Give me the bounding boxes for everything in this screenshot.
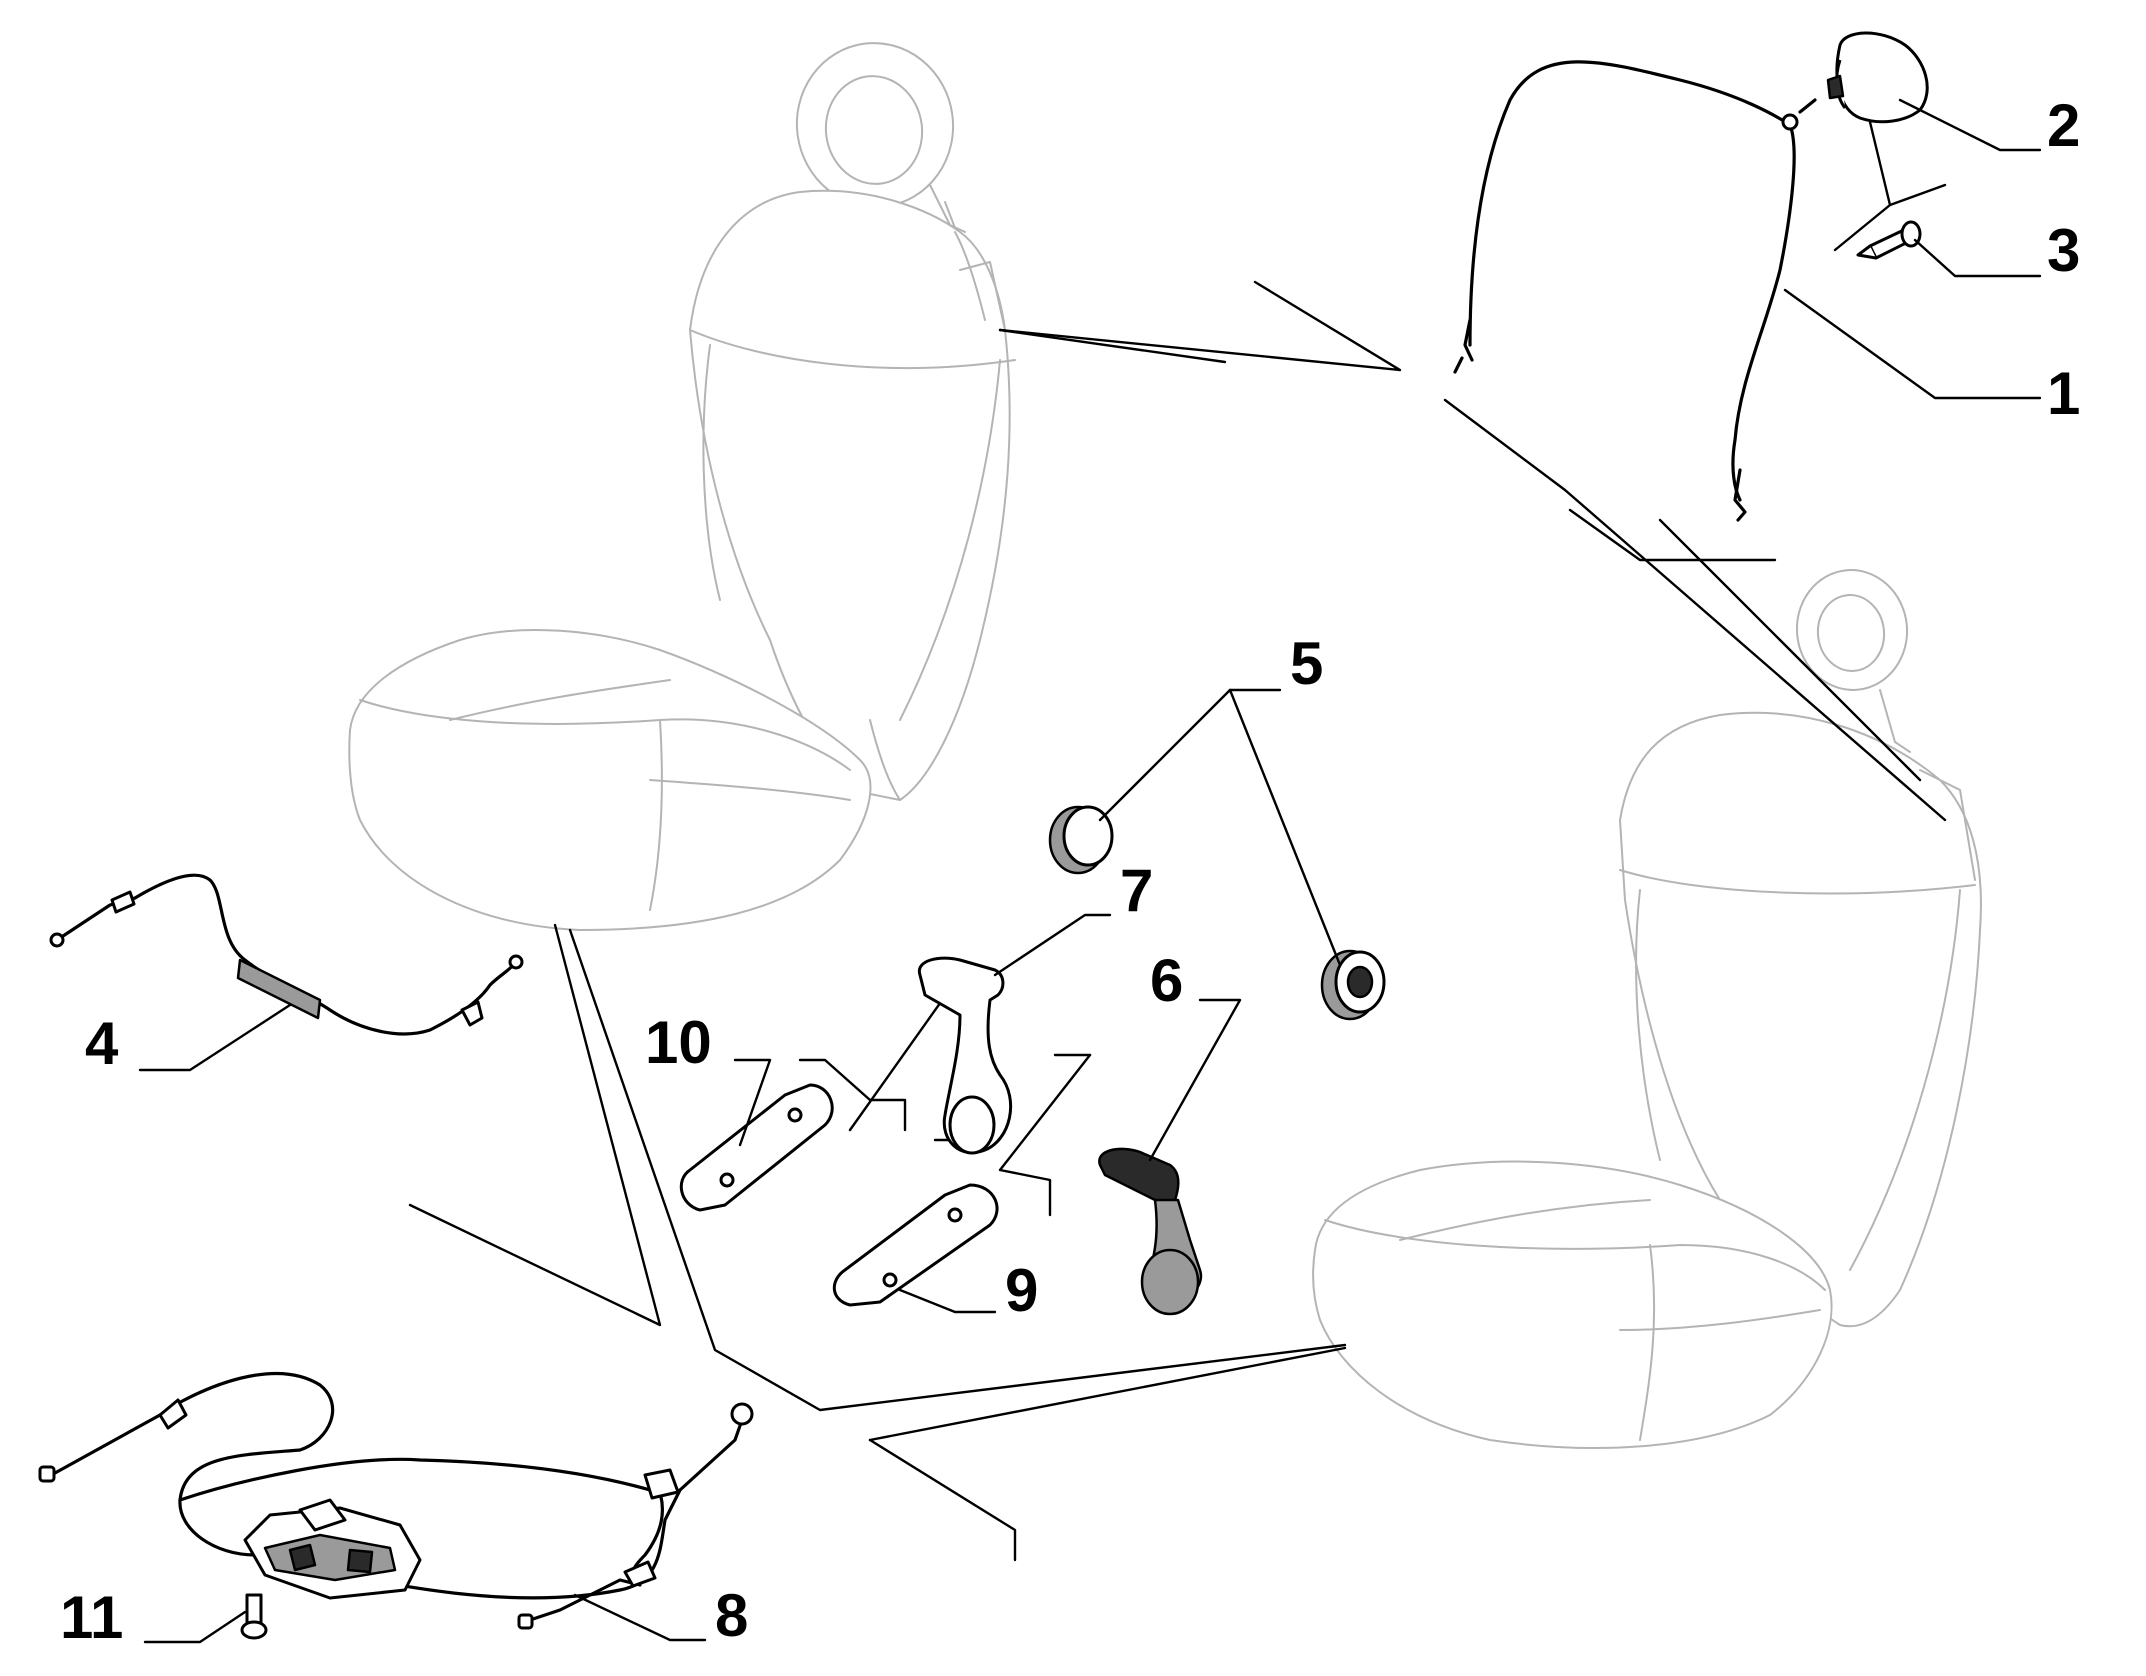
part-4-seat-adjust-cable bbox=[49, 873, 524, 1036]
part-1-backrest-release-cable bbox=[1453, 60, 1817, 522]
callout-9: 9 bbox=[1005, 1257, 1038, 1324]
part-5-knob-lower bbox=[1320, 949, 1386, 1021]
left-seat bbox=[348, 42, 1016, 932]
part-6-recliner-lever bbox=[1098, 1147, 1203, 1316]
leader-4 bbox=[138, 1003, 292, 1072]
callout-labels: 1 2 3 4 5 6 7 8 9 10 11 bbox=[60, 92, 2080, 1651]
leader-1 bbox=[1783, 288, 2042, 400]
right-seat bbox=[1312, 569, 1982, 1449]
callout-10: 10 bbox=[645, 1009, 712, 1076]
leader-5b bbox=[1228, 688, 1342, 967]
callout-5: 5 bbox=[1290, 630, 1323, 697]
part-8-seat-release-cable bbox=[38, 1371, 754, 1630]
callout-4: 4 bbox=[85, 1010, 119, 1077]
part-11-bolt bbox=[240, 1593, 268, 1640]
cable-ferrule-icon bbox=[1781, 113, 1799, 131]
leader-9 bbox=[898, 1288, 997, 1314]
part-5-knobs bbox=[1048, 805, 1386, 1021]
callout-2: 2 bbox=[2047, 92, 2080, 159]
part-3-screw bbox=[1856, 220, 1922, 260]
right-seat-backrest bbox=[1618, 711, 1982, 1328]
leader-2 bbox=[1898, 98, 2042, 152]
leader-7 bbox=[993, 913, 1112, 977]
left-seat-backrest bbox=[688, 189, 1016, 802]
right-seat-cushion bbox=[1312, 1160, 1833, 1449]
right-seat-headrest bbox=[1795, 569, 1911, 753]
callout-7: 7 bbox=[1120, 857, 1153, 924]
left-seat-cushion bbox=[348, 628, 872, 932]
leader-8 bbox=[573, 1593, 707, 1642]
part-10-spacer-plate bbox=[679, 1083, 834, 1212]
part-8-latch-mechanism bbox=[243, 1498, 422, 1600]
callout-3: 3 bbox=[2047, 217, 2080, 284]
leader-3 bbox=[1913, 238, 2042, 278]
leader-11 bbox=[143, 1610, 247, 1644]
left-seat-headrest bbox=[795, 42, 966, 233]
part-9-spacer-plate bbox=[832, 1183, 999, 1307]
leader-5a bbox=[1098, 688, 1232, 822]
part-7-recliner-lever bbox=[917, 956, 1013, 1155]
callout-6: 6 bbox=[1150, 947, 1183, 1014]
callout-8: 8 bbox=[715, 1582, 748, 1649]
callout-leaders bbox=[138, 98, 2042, 1644]
leader-lines bbox=[408, 120, 1947, 1562]
part-2-release-knob bbox=[1826, 31, 1929, 124]
callout-11: 11 bbox=[60, 1584, 123, 1651]
leader-6 bbox=[1148, 998, 1242, 1162]
callout-1: 1 bbox=[2047, 360, 2080, 427]
part-5-knob-upper bbox=[1048, 805, 1114, 875]
leader-10 bbox=[733, 1058, 772, 1147]
